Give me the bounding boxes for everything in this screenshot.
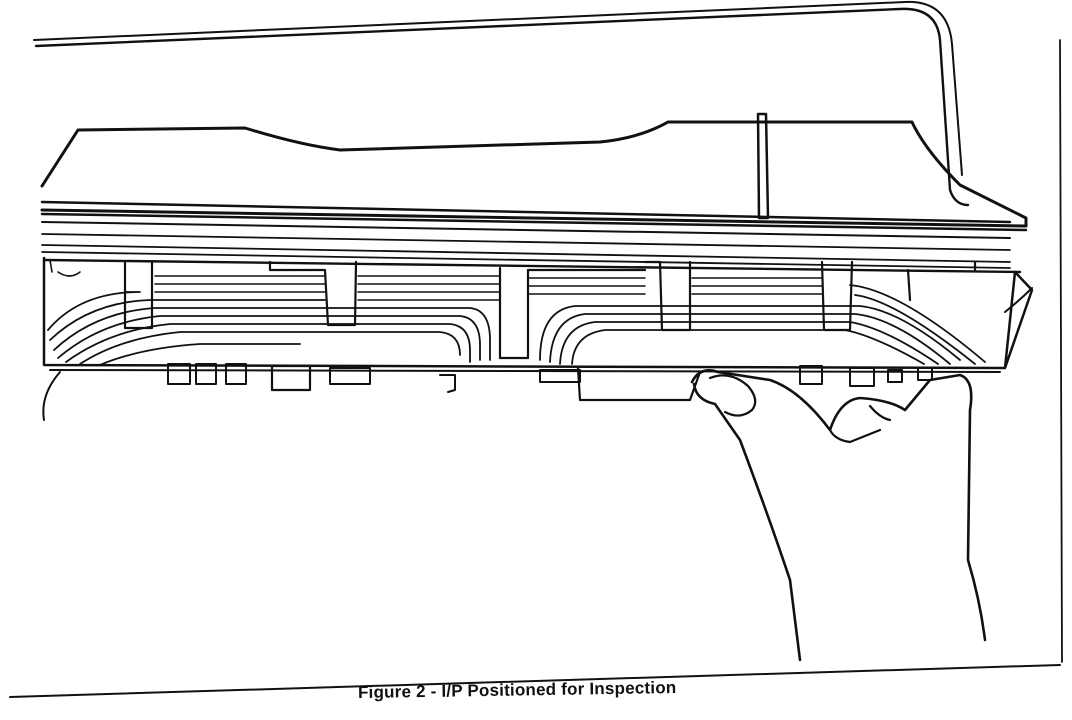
wire-harness-right	[539, 284, 986, 365]
left-cord	[49, 259, 81, 277]
supporting-hand	[690, 287, 1033, 662]
page-frame-inner	[33, 0, 963, 176]
wire-harness-left	[47, 291, 491, 366]
panel-top-cover	[40, 120, 1028, 228]
page-frame	[34, 7, 970, 207]
panel-top-ledge	[40, 200, 1028, 232]
page-right-edge	[1059, 39, 1063, 663]
page-bottom-rule	[9, 664, 1061, 698]
rear-housing-outline	[42, 256, 1034, 370]
panel-body-lines	[41, 221, 1022, 274]
harness-strands	[154, 275, 823, 301]
connector-row	[42, 363, 1001, 421]
retaining-strap	[756, 112, 770, 220]
